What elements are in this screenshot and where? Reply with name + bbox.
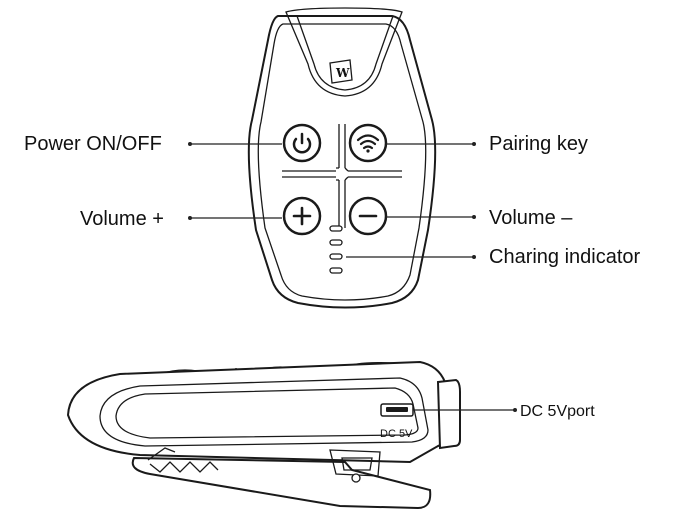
label-power: Power ON/OFF: [24, 133, 162, 155]
charging-indicator-leds: [329, 225, 343, 274]
label-pairing: Pairing key: [489, 133, 588, 155]
remote-body-outline: [247, 15, 437, 309]
power-button[interactable]: [282, 123, 322, 163]
remote-body-inner-contour: [257, 23, 427, 301]
remote-front-view: W: [247, 7, 437, 309]
label-charging: Charing indicator: [489, 246, 641, 268]
remote-side-view: DC 5V: [66, 360, 461, 510]
dc-port: [380, 403, 414, 417]
side-body-outline: [66, 360, 457, 464]
side-end-cap: [436, 378, 461, 450]
remote-top-cap-inner: [296, 15, 394, 91]
pairing-button[interactable]: [348, 123, 388, 163]
callout-power: Power ON/OFF: [24, 133, 282, 155]
brand-logo-letter: W: [335, 66, 350, 80]
belt-clip: [131, 447, 432, 510]
label-volume-down: Volume –: [489, 207, 573, 229]
volume-down-button[interactable]: [348, 196, 388, 236]
callout-charging: Charing indicator: [346, 246, 641, 268]
power-icon: [292, 137, 312, 154]
wireless-icon: [356, 134, 380, 153]
remote-top-cap: [285, 7, 403, 97]
callout-pairing: Pairing key: [386, 133, 588, 155]
callout-volume-down: Volume –: [386, 207, 573, 229]
callout-volume-up: Volume +: [80, 208, 282, 230]
dc-port-marking: DC 5V: [380, 428, 413, 440]
callout-dc-port: DC 5Vport: [413, 403, 595, 420]
button-divider-cross: [282, 124, 402, 228]
label-dc-port: DC 5Vport: [520, 403, 595, 420]
plus-icon: [292, 206, 312, 226]
label-volume-up: Volume +: [80, 208, 164, 230]
side-body-inner: [99, 377, 429, 447]
volume-up-button[interactable]: [282, 196, 322, 236]
brand-logo: W: [329, 59, 353, 84]
side-body-inner-2: [115, 387, 419, 439]
